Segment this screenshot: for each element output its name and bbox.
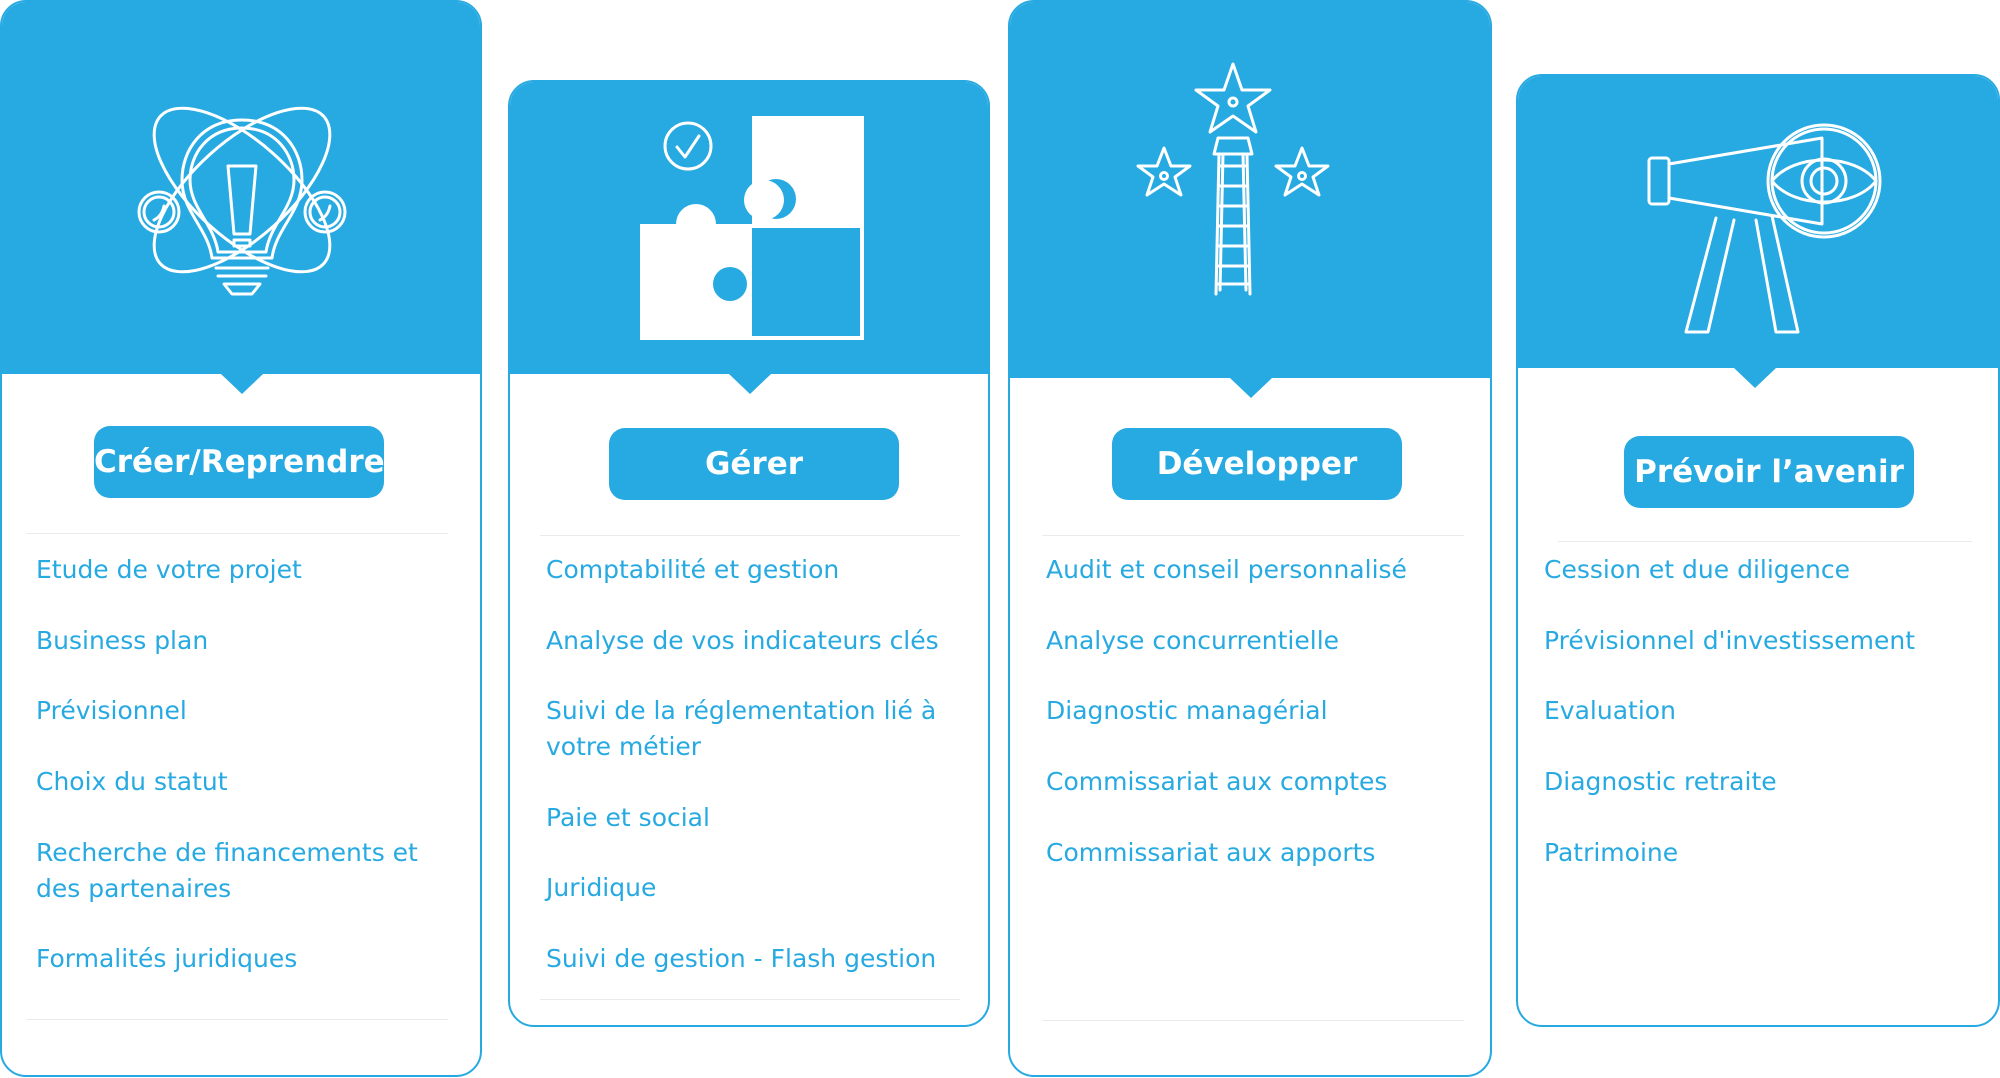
divider-top [26,533,448,534]
card-header [1518,76,1998,368]
ladder-stars-icon [1136,62,1330,296]
divider-top [1042,535,1464,536]
list-item: Analyse de vos indicateurs clés [546,626,939,655]
list-item: Etude de votre projet [36,555,302,584]
divider-top [540,535,960,536]
list-item: Comptabilité et gestion [546,555,840,584]
telescope-eye-icon [1647,123,1882,334]
card-header-pointer [221,374,263,394]
divider-bottom [540,999,960,1000]
lightbulb-icon [137,106,347,296]
service-card-creer-reprendre: Créer/Reprendre Etude de votre projet Bu… [0,0,482,1077]
list-item: Suivi de gestion - Flash gestion [546,944,937,973]
list-item: Diagnostic managérial [1046,696,1328,725]
service-card-developper: Développer Audit et conseil personnalisé… [1008,0,1492,1077]
list-item: Paie et social [546,803,710,832]
list-item: Patrimoine [1544,838,1679,867]
list-item: Cession et due diligence [1544,555,1851,584]
divider-top [1558,541,1972,542]
list-item: Commissariat aux comptes [1046,767,1388,796]
list-item: Choix du statut [36,767,228,796]
card-header-pointer [1734,368,1776,388]
list-item: Evaluation [1544,696,1676,725]
card-header [2,2,480,374]
service-card-prevoir-avenir: Prévoir l’avenir Cession et due diligenc… [1516,74,2000,1027]
divider-bottom [1042,1020,1464,1021]
card-title: Développer [1112,428,1402,500]
list-item: Formalités juridiques [36,944,298,973]
list-item: Juridique [546,873,657,902]
card-header-pointer [729,374,771,394]
list-item: Prévisionnel [36,696,187,725]
list-item: Commissariat aux apports [1046,838,1376,867]
card-header-pointer [1230,378,1272,398]
service-card-gerer: Gérer Comptabilité et gestion Analyse de… [508,80,990,1027]
card-title: Prévoir l’avenir [1624,436,1914,508]
list-item: Analyse concurrentielle [1046,626,1340,655]
card-title: Gérer [609,428,899,500]
list-item: Prévisionnel d'investissement [1544,626,1916,655]
list-item: Business plan [36,626,209,655]
divider-bottom [26,1019,448,1020]
puzzle-icon [640,116,864,340]
list-item: Diagnostic retraite [1544,767,1777,796]
card-header [1010,2,1490,378]
card-title: Créer/Reprendre [94,426,384,498]
list-item: Audit et conseil personnalisé [1046,555,1407,584]
